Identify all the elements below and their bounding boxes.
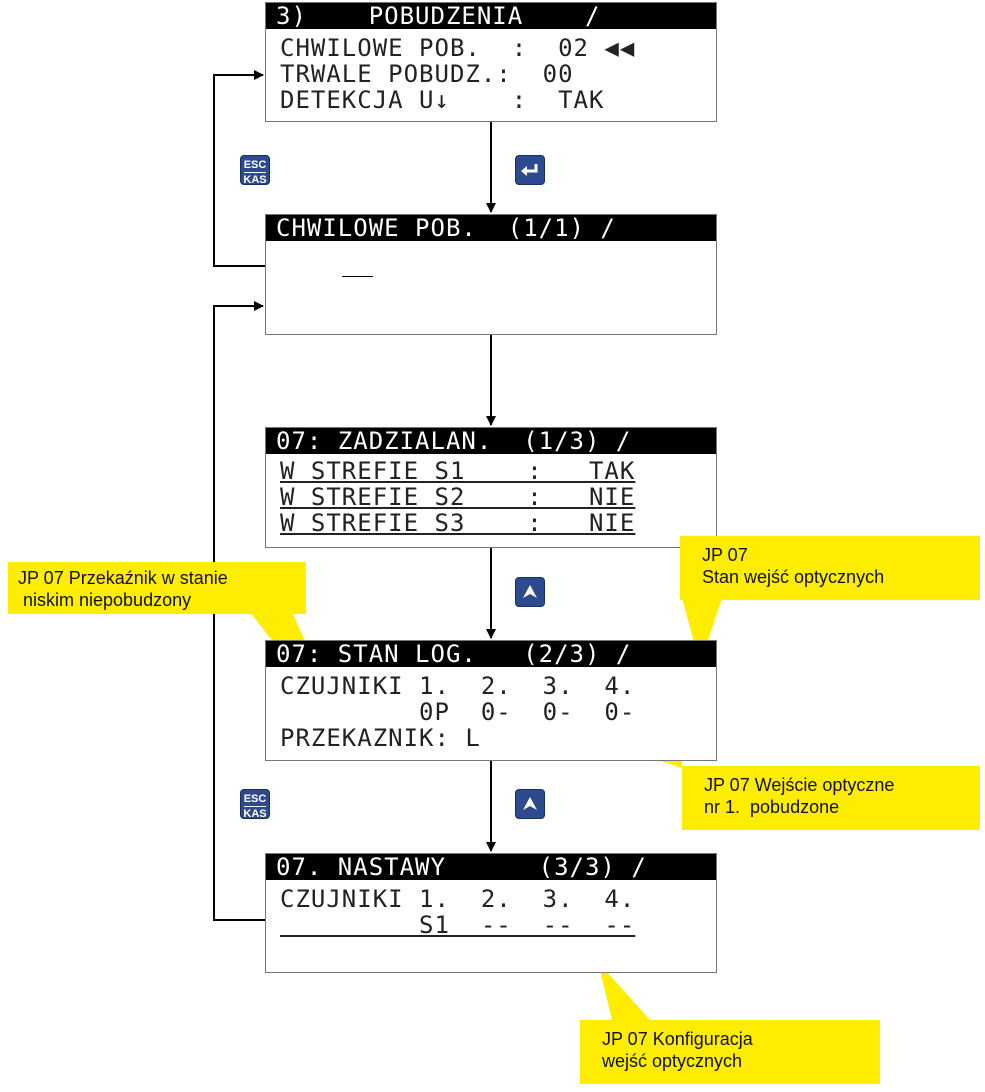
enter-key	[515, 155, 545, 185]
lcd-line: W STREFIE S2 : NIE	[280, 484, 636, 510]
lcd-screen-stan-log: 07: STAN LOG. (2/3) / CZUJNIKI 1. 2. 3. …	[265, 640, 717, 761]
esc-kas-key-bottom: ESC KAS	[240, 789, 270, 820]
up-arrow-icon	[523, 797, 537, 810]
lcd-title: 3) POBUDZENIA /	[266, 3, 716, 29]
lcd-title: 07: STAN LOG. (2/3) /	[266, 641, 716, 667]
callout-config-pointer	[598, 962, 650, 1020]
esc-loop-top	[213, 70, 265, 267]
selected-event: 07	[341, 276, 373, 277]
key-label: KAS	[243, 808, 267, 820]
up-key-bottom	[515, 789, 545, 819]
lcd-screen-pobudzenia: 3) POBUDZENIA / CHWILOWE POB. : 02 ◀◀ TR…	[265, 2, 717, 122]
key-label: ESC	[243, 159, 267, 171]
lcd-screen-zadzialan: 07: ZADZIALAN. (1/3) / W STREFIE S1 : TA…	[265, 427, 717, 548]
lcd-line: W STREFIE S1 : TAK	[280, 458, 636, 484]
lcd-line: TRWALE POBUDZ.: 00	[280, 61, 574, 87]
callout-optical-config: JP 07 Konfiguracja wejść optycznych	[580, 1020, 880, 1084]
event-list: 15	[373, 276, 419, 277]
lcd-title: CHWILOWE POB. (1/1) /	[266, 215, 716, 241]
lcd-line: CZUJNIKI 1. 2. 3. 4.	[280, 886, 636, 912]
callout-optical-state: JP 07 Stan wejść optycznych	[680, 536, 980, 600]
lcd-line: DETEKCJA U↓ : TAK	[280, 87, 605, 113]
lcd-screen-nastawy: 07. NASTAWY (3/3) / CZUJNIKI 1. 2. 3. 4.…	[265, 853, 717, 973]
lcd-line: 07 15	[266, 251, 716, 277]
callout-optical-pointer	[682, 598, 722, 664]
lcd-title: 07. NASTAWY (3/3) /	[266, 854, 716, 880]
up-key-top	[515, 577, 545, 607]
lcd-line: CHWILOWE POB. : 02 ◀◀	[280, 35, 636, 61]
enter-icon	[521, 164, 538, 176]
lcd-screen-chwilowe: CHWILOWE POB. (1/1) / 07 15	[265, 214, 717, 335]
lcd-line: S1 -- -- --	[280, 912, 636, 938]
lcd-line: W STREFIE S3 : NIE	[280, 510, 636, 536]
lcd-line: 0P 0- 0- 0-	[280, 699, 636, 725]
up-arrow-icon	[523, 585, 537, 598]
lcd-line: PRZEKAZNIK: L	[280, 725, 481, 751]
lcd-line: CZUJNIKI 1. 2. 3. 4.	[280, 673, 636, 699]
esc-kas-key-top: ESC KAS	[240, 155, 270, 186]
callout-optical-input-1: JP 07 Wejście optyczne nr 1. pobudzone	[682, 766, 980, 830]
callout-relay-state: JP 07 Przekaźnik w stanie niskim niepobu…	[8, 562, 306, 614]
key-label: ESC	[243, 793, 267, 805]
lcd-title: 07: ZADZIALAN. (1/3) /	[266, 428, 716, 454]
key-label: KAS	[243, 174, 267, 186]
